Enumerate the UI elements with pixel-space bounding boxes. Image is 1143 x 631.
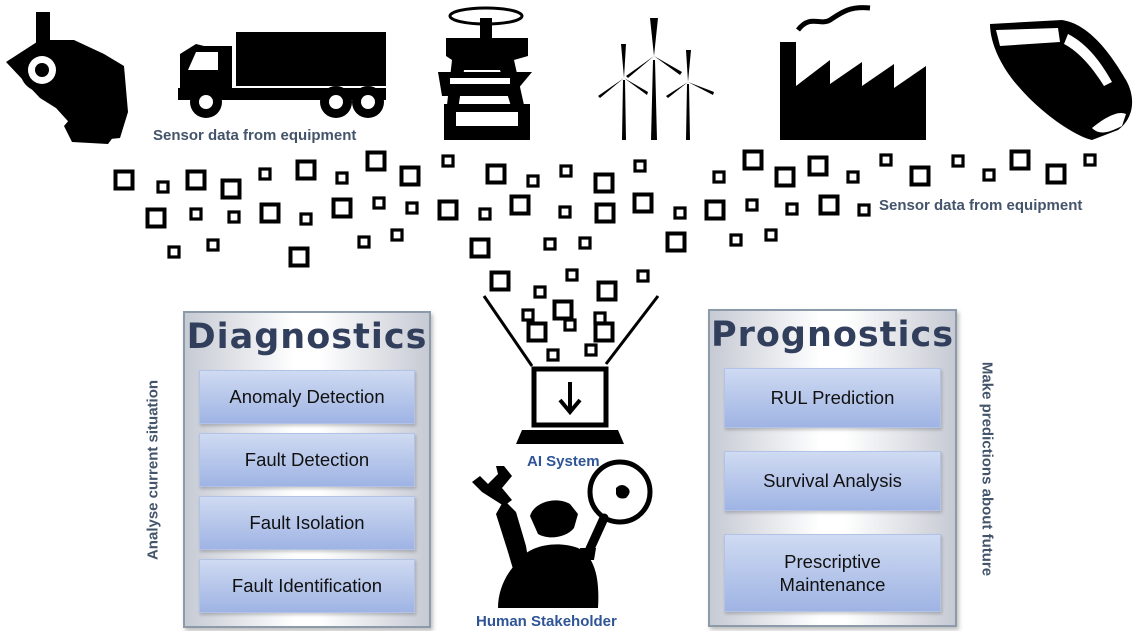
data-square: [673, 206, 687, 220]
data-square: [807, 155, 829, 177]
data-square: [399, 165, 421, 187]
data-square: [704, 199, 726, 221]
data-square: [565, 268, 579, 282]
data-square: [526, 321, 548, 343]
funnel-lines: [482, 295, 660, 367]
right-side-label: Make predictions about future: [978, 361, 996, 577]
sensor-data-caption-right: Sensor data from equipment: [879, 197, 1083, 214]
data-square: [145, 207, 167, 229]
data-square: [712, 170, 726, 184]
data-square: [189, 207, 203, 221]
prognostics-title: Prognostics: [710, 315, 955, 355]
data-square: [372, 196, 386, 210]
truck-icon: [178, 32, 386, 118]
data-square: [818, 194, 840, 216]
data-square: [390, 228, 404, 242]
factory-icon: [780, 5, 926, 140]
data-square: [405, 201, 419, 215]
data-square: [909, 165, 931, 187]
data-square: [521, 308, 535, 322]
diagnostics-title: Diagnostics: [186, 317, 428, 357]
data-square: [258, 167, 272, 181]
left-side-label: Analyse current situation: [144, 379, 162, 561]
data-square: [563, 318, 577, 332]
prognostics-item: RUL Prediction: [724, 368, 941, 428]
data-square: [729, 233, 743, 247]
prognostics-item: Survival Analysis: [724, 451, 941, 511]
data-square: [951, 154, 965, 168]
data-square: [259, 202, 281, 224]
mechanic-with-magnifier-icon: [472, 459, 653, 608]
data-square: [206, 238, 220, 252]
laptop-download-icon: [516, 366, 624, 444]
train-icon: [990, 20, 1133, 140]
data-square: [578, 236, 592, 250]
ladle-icon: [6, 12, 128, 144]
data-square: [559, 164, 573, 178]
data-square: [982, 168, 996, 182]
data-square: [331, 197, 353, 219]
data-square: [478, 207, 492, 221]
data-square: [437, 199, 459, 221]
ai-system-caption: AI System: [527, 453, 600, 470]
data-square: [485, 163, 507, 185]
data-square: [764, 228, 778, 242]
data-square: [857, 203, 871, 217]
data-square: [552, 299, 574, 321]
human-stakeholder-caption: Human Stakeholder: [476, 613, 617, 630]
data-square: [593, 321, 615, 343]
data-squares: [113, 149, 1097, 362]
data-square: [489, 270, 511, 292]
data-square: [167, 245, 181, 259]
data-square: [365, 150, 387, 172]
data-square: [633, 159, 647, 173]
diagnostics-item: Fault Detection: [199, 433, 415, 487]
data-square: [584, 343, 598, 357]
data-square: [558, 205, 572, 219]
data-square: [1009, 149, 1031, 171]
data-square: [113, 169, 135, 191]
data-square: [745, 198, 759, 212]
prognostics-panel: Prognostics RUL Prediction Survival Anal…: [708, 309, 957, 627]
diagnostics-item: Fault Isolation: [199, 496, 415, 550]
data-square: [879, 153, 893, 167]
data-square: [632, 192, 654, 214]
data-square: [357, 235, 371, 249]
data-square: [742, 149, 764, 171]
data-square: [593, 172, 615, 194]
data-square: [295, 159, 317, 181]
data-square: [299, 212, 313, 226]
data-square: [665, 231, 687, 253]
data-square: [546, 348, 560, 362]
data-square: [543, 237, 557, 251]
data-square: [846, 170, 860, 184]
data-square: [1083, 153, 1097, 167]
diagnostics-item: Fault Identification: [199, 559, 415, 613]
data-square: [785, 202, 799, 216]
wind-turbines-icon: [598, 18, 714, 140]
diagnostics-panel: Diagnostics Anomaly Detection Fault Dete…: [183, 311, 431, 628]
prognostics-item: Prescriptive Maintenance: [724, 534, 941, 612]
data-square: [220, 178, 242, 200]
data-square: [227, 210, 241, 224]
data-square: [594, 202, 616, 224]
data-square: [533, 285, 547, 299]
data-square: [774, 166, 796, 188]
data-square: [335, 171, 349, 185]
diagnostics-item: Anomaly Detection: [199, 370, 415, 424]
press-machine-icon: [438, 6, 532, 140]
data-square: [469, 237, 491, 259]
data-square: [156, 180, 170, 194]
data-square: [509, 194, 531, 216]
data-square: [596, 280, 618, 302]
sensor-data-caption-top: Sensor data from equipment: [153, 127, 357, 144]
data-square: [288, 246, 310, 268]
data-square: [441, 154, 455, 168]
data-square: [636, 269, 650, 283]
data-square: [526, 174, 540, 188]
data-square: [1045, 163, 1067, 185]
data-square: [185, 169, 207, 191]
